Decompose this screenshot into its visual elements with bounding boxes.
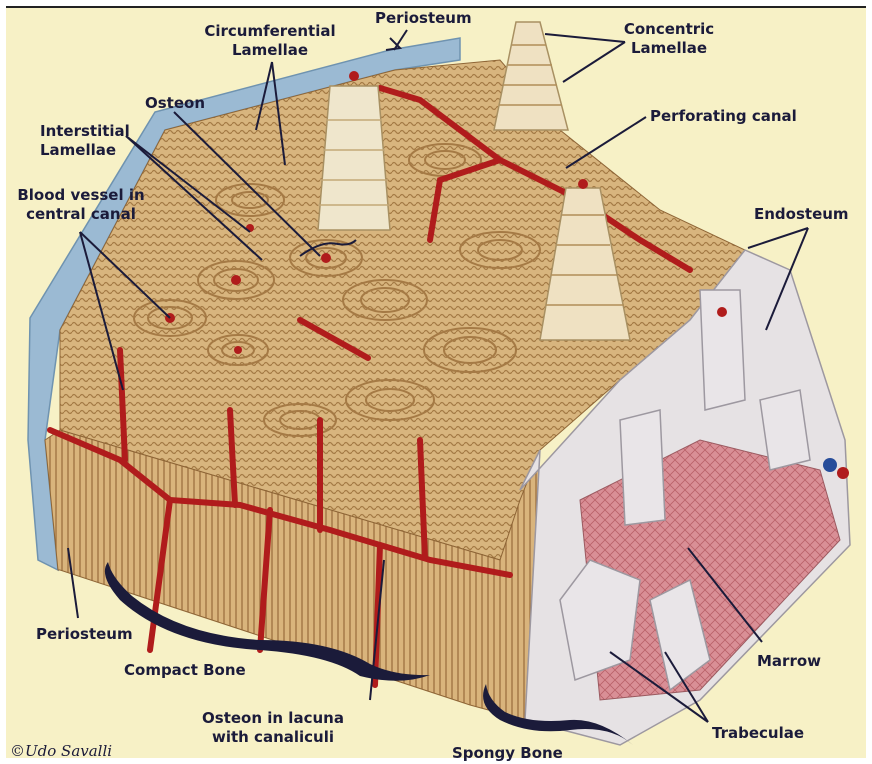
- osteon-tower-2: [494, 22, 568, 130]
- label-periosteum-bottom: Periosteum: [36, 625, 133, 644]
- label-spongy-bone: Spongy Bone: [452, 744, 563, 763]
- label-trabeculae: Trabeculae: [712, 724, 804, 743]
- label-perforating-canal: Perforating canal: [650, 107, 797, 126]
- label-blood-vessel-central-canal: Blood vessel in central canal: [10, 186, 152, 224]
- label-osteon: Osteon: [145, 94, 205, 113]
- label-osteon-in-lacuna: Osteon in lacuna with canaliculi: [188, 709, 358, 747]
- label-endosteum: Endosteum: [754, 205, 849, 224]
- label-interstitial-lamellae: Interstitial Lamellae: [40, 122, 130, 160]
- osteon-tower-1: [318, 71, 390, 230]
- label-concentric-lamellae: Concentric Lamellae: [614, 20, 724, 58]
- label-compact-bone: Compact Bone: [124, 661, 246, 680]
- label-periosteum-top: Periosteum: [375, 9, 472, 28]
- label-marrow: Marrow: [757, 652, 821, 671]
- label-circumferential-lamellae: Circumferential Lamellae: [200, 22, 340, 60]
- credit-text: ©Udo Savalli: [10, 742, 112, 760]
